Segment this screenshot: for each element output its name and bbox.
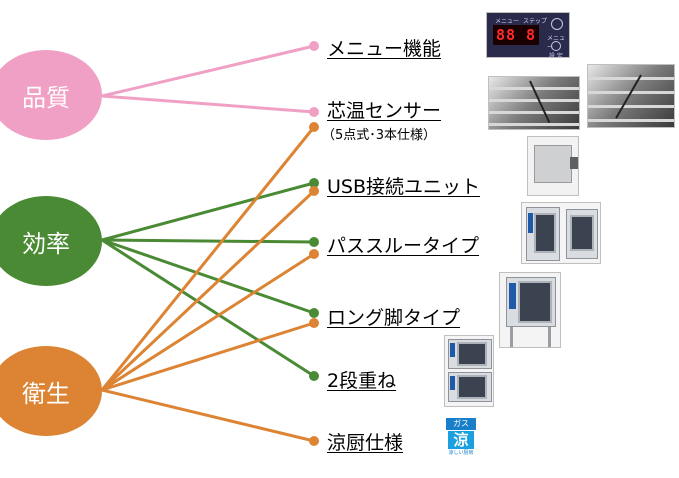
dot-hygiene-cool	[309, 436, 319, 446]
gas-cool-badge-icon: ガス 涼 涼しい厨房	[446, 418, 476, 458]
gas-badge-top: ガス	[446, 418, 476, 430]
long-leg-oven-image	[499, 272, 561, 348]
gas-badge-foot: 涼しい厨房	[448, 450, 474, 456]
link-hygiene-probe	[100, 126, 316, 391]
link-hygiene-cool	[101, 388, 315, 443]
probe-sensor-image-1	[488, 76, 580, 130]
dot-efficiency-stack	[309, 371, 319, 381]
category-quality-label: 品質	[22, 83, 70, 112]
dot-efficiency-passthrough	[309, 237, 319, 247]
feature-stack-link[interactable]: 2段重ね	[327, 370, 397, 392]
gas-badge-kanji: 涼	[448, 431, 474, 449]
feature-menu-link[interactable]: メニュー機能	[327, 38, 442, 60]
feature-passthrough-link[interactable]: パススルータイプ	[327, 235, 480, 257]
dot-hygiene-probe	[309, 122, 319, 132]
dot-quality-menu	[309, 41, 319, 51]
feature-probe-note: （5点式･3本仕様）	[322, 128, 437, 143]
menu-panel-label-menu: メニュー	[495, 18, 520, 25]
dot-hygiene-passthrough	[309, 249, 319, 259]
dot-hygiene-longleg	[309, 318, 319, 328]
feature-usb-link[interactable]: USB接続ユニット	[327, 176, 481, 198]
feature-cool-link[interactable]: 涼厨仕様	[327, 432, 404, 454]
category-hygiene-label: 衛生	[22, 379, 70, 408]
link-efficiency-passthrough	[101, 238, 315, 244]
link-efficiency-usb	[101, 181, 315, 242]
menu-panel-label-menu2: メニュー	[547, 35, 566, 51]
category-efficiency-circle: 効率	[0, 196, 102, 286]
link-quality-menu	[101, 44, 315, 98]
menu-panel-label-step: ステップ	[523, 18, 548, 25]
dot-efficiency-usb	[309, 178, 319, 188]
link-quality-probe	[101, 94, 315, 114]
menu-panel-label-set: 設 定	[549, 53, 563, 58]
menu-panel-image: メニュー ステップ 88 8 メニュー 設 定	[486, 12, 570, 58]
passthrough-oven-image	[521, 202, 601, 264]
link-efficiency-longleg	[101, 238, 315, 315]
link-hygiene-usb	[100, 189, 316, 392]
set-knob-icon	[551, 41, 561, 51]
link-hygiene-passthrough	[101, 252, 315, 392]
stacked-oven-image	[444, 335, 494, 407]
link-efficiency-stack	[101, 238, 315, 378]
feature-probe-link[interactable]: 芯温センサー	[327, 100, 442, 122]
category-hygiene-circle: 衛生	[0, 346, 102, 436]
feature-longleg-link[interactable]: ロング脚タイプ	[327, 307, 461, 329]
menu-knob-icon	[551, 18, 563, 30]
dot-efficiency-longleg	[309, 308, 319, 318]
dot-quality-probe	[309, 107, 319, 117]
probe-sensor-image-2	[587, 64, 675, 128]
dot-hygiene-usb	[309, 186, 319, 196]
link-hygiene-longleg	[101, 321, 315, 392]
category-efficiency-label: 効率	[22, 229, 70, 258]
usb-unit-image	[527, 136, 579, 196]
menu-panel-display: 88 8	[493, 25, 539, 45]
category-quality-circle: 品質	[0, 50, 102, 140]
